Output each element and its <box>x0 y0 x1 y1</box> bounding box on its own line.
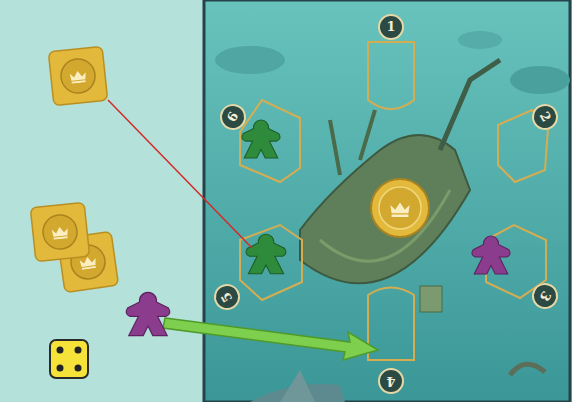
crown-coin <box>371 179 429 237</box>
crown-tile <box>30 202 89 261</box>
green-meeple <box>246 234 286 274</box>
move-arrow <box>163 318 378 360</box>
seabed <box>215 31 570 402</box>
link-line <box>108 100 252 248</box>
callout-number: 1 <box>378 14 404 40</box>
board <box>204 0 570 402</box>
purple-meeple <box>126 292 170 335</box>
crown-tile <box>48 46 107 105</box>
board-spaces <box>240 42 548 360</box>
callout-number: 4 <box>378 368 404 394</box>
green-meeple <box>242 120 280 158</box>
purple-meeple <box>472 236 510 274</box>
die <box>50 340 88 378</box>
